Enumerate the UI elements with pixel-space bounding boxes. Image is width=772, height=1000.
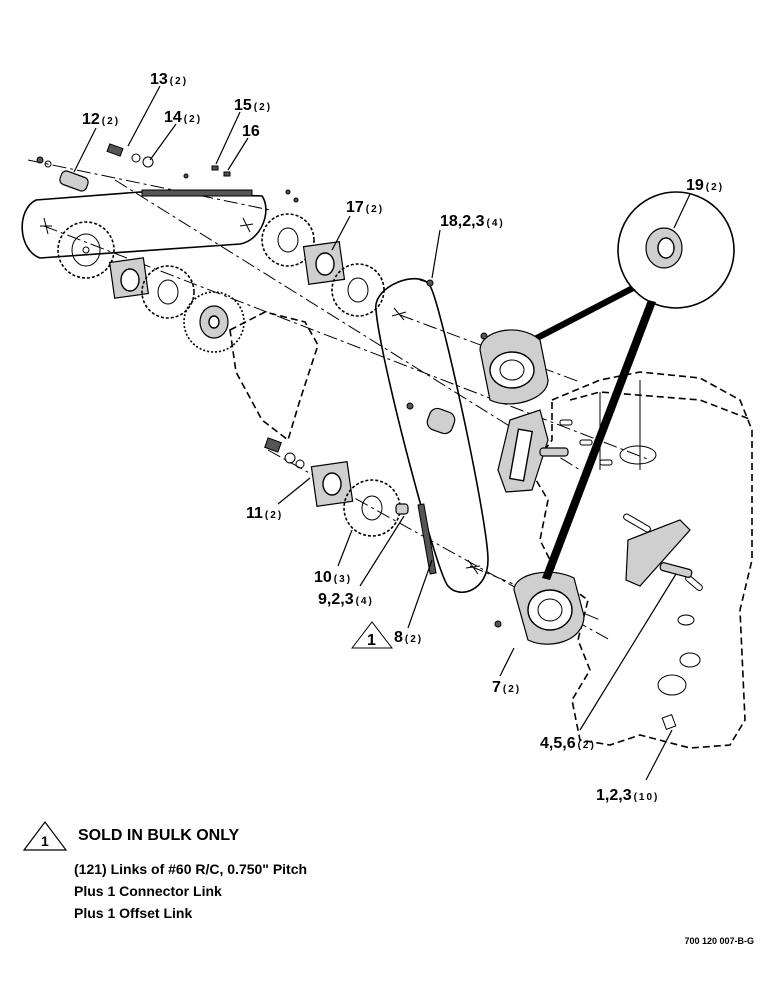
note-line: (121) Links of #60 R/C, 0.750" Pitch	[74, 861, 308, 877]
callout-14: 14(2)	[164, 109, 202, 126]
sprocket-left-2	[141, 265, 195, 319]
note-line: Plus 1 Connector Link	[74, 883, 222, 899]
bulk-note: 1 SOLD IN BULK ONLY (121) Links of #60 R…	[22, 820, 422, 924]
lower-bracket	[625, 519, 693, 587]
sprocket-17-upper	[261, 213, 315, 267]
note-line: Plus 1 Offset Link	[74, 905, 193, 921]
callout-1-2-3: 1,2,3(10)	[596, 787, 659, 804]
callout-8: 8(2)	[394, 629, 423, 646]
callout-10: 10(3)	[314, 569, 352, 586]
drawing-number: 700 120 007-B-G	[684, 936, 754, 946]
leader-lines	[73, 85, 691, 781]
upper-drive-chain	[21, 189, 267, 259]
svg-text:1: 1	[367, 632, 376, 649]
hardware-top-left	[36, 143, 299, 203]
callout-9: 9,2,3(4)	[318, 591, 374, 608]
callout-15: 15(2)	[234, 97, 272, 114]
callout-16: 16	[242, 123, 260, 140]
bearing-flange-left	[108, 257, 150, 299]
lower-sprocket-assembly	[264, 437, 409, 537]
detail-19-view	[534, 191, 735, 580]
callout-4-5-6: 4,5,6(2)	[540, 735, 596, 752]
sprocket-left-1	[57, 221, 115, 279]
tensioner-bracket	[497, 409, 569, 493]
callout-labels: 13(2) 12(2) 14(2) 15(2) 16 17(2) 18,2,3(…	[82, 71, 724, 804]
bearing-flange-17	[302, 241, 346, 285]
sprocket-left-3	[183, 291, 245, 353]
callout-17: 17(2)	[346, 199, 384, 216]
centerlines	[27, 159, 651, 641]
idler-spacer	[406, 402, 456, 435]
callout-13: 13(2)	[150, 71, 188, 88]
note-lines: (121) Links of #60 R/C, 0.750" Pitch Plu…	[74, 858, 422, 924]
note-title: SOLD IN BULK ONLY	[78, 827, 240, 844]
main-drive-chain	[375, 277, 489, 593]
callout-18: 18,2,3(4)	[440, 213, 505, 230]
lower-bearing-housing	[494, 571, 585, 645]
frame-outline	[229, 311, 753, 749]
callout-12: 12(2)	[82, 111, 120, 128]
note-marker-triangle-8: 1	[350, 621, 394, 649]
callout-11: 11(2)	[246, 505, 283, 522]
note-triangle-icon: 1	[22, 821, 68, 851]
callout-19: 19(2)	[686, 177, 724, 194]
upper-bearing-housing	[479, 329, 549, 405]
callout-7: 7(2)	[492, 679, 521, 696]
svg-text:1: 1	[41, 833, 49, 849]
